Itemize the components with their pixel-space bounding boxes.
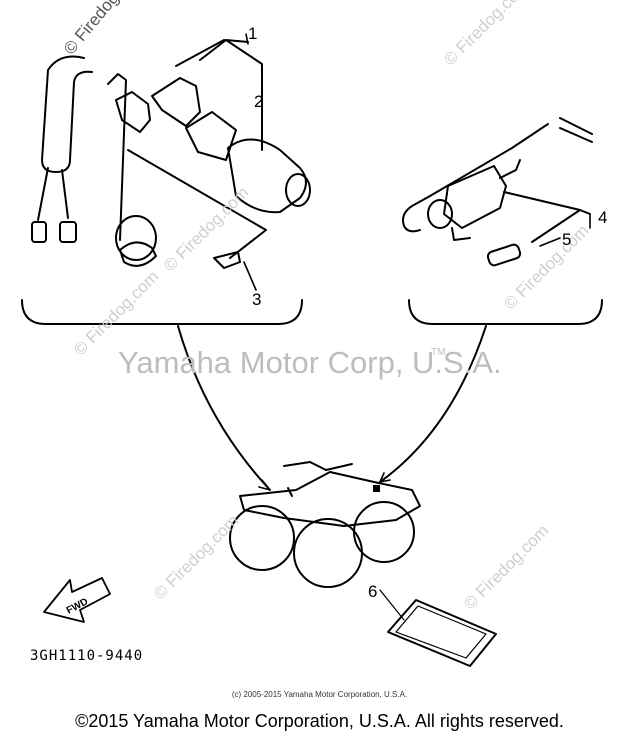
watermark-trademark: TM: [431, 347, 446, 358]
leader-arrow-right: [379, 472, 391, 483]
small-copyright: (c) 2005-2015 Yamaha Motor Corporation, …: [231, 690, 408, 699]
starter-relay-assembly: [402, 117, 593, 267]
left-panel-bracket: [21, 299, 303, 325]
atv-location-mark: [373, 485, 380, 492]
callout-5: 5: [562, 230, 572, 249]
leader-curve-left: [177, 325, 271, 491]
leader-curve-right: [379, 325, 487, 483]
fwd-arrow: [43, 577, 111, 623]
callout-6: 6: [368, 582, 378, 601]
right-panel-bracket: [408, 299, 603, 325]
main-switch-assembly: [31, 39, 311, 269]
atv-outline: [229, 461, 421, 588]
leader-arrow-left: [258, 479, 271, 491]
callout-3: 3: [252, 290, 262, 309]
part-number: 3GH1110-9440: [30, 648, 144, 664]
manual-part: [379, 589, 497, 667]
callout-leaders: [243, 33, 591, 291]
footer-copyright: ©2015 Yamaha Motor Corporation, U.S.A. A…: [75, 711, 564, 731]
callout-4: 4: [598, 208, 608, 227]
callout-2: 2: [254, 92, 264, 111]
watermark-yamaha: Yamaha Motor Corp, U.S.A.: [118, 345, 502, 380]
callout-1: 1: [248, 24, 258, 43]
